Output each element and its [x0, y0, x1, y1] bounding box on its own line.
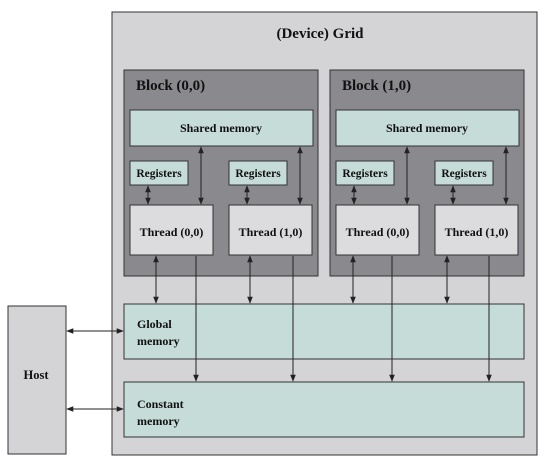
block-0-registers-0	[129, 160, 189, 186]
block-1-thread-1	[434, 204, 519, 256]
host-label: Host	[24, 368, 50, 382]
constant-memory-label-line1: Constant	[137, 397, 184, 411]
global-memory-label-line2: memory	[137, 334, 180, 348]
block-0-thread-0	[129, 204, 214, 256]
global-memory	[123, 303, 525, 360]
host-box	[7, 305, 67, 455]
block-0-registers-0-label: Registers	[136, 168, 182, 180]
constant-memory	[123, 381, 525, 438]
block-0-shared-memory	[129, 109, 314, 147]
block-0-thread-1-label: Thread (1,0)	[239, 225, 303, 239]
block-1-title: Block (1,0)	[342, 78, 411, 94]
block-1-registers-0-label: Registers	[342, 168, 388, 180]
block-1-registers-0	[335, 160, 395, 186]
block-0-registers-1	[228, 160, 288, 186]
block-0-shared-memory-label: Shared memory	[180, 121, 262, 135]
global-memory-label-line1: Global	[137, 317, 172, 331]
block-1-thread-0-label: Thread (0,0)	[346, 225, 410, 239]
block-0-thread-0-label: Thread (0,0)	[140, 225, 204, 239]
block-1-shared-memory	[335, 109, 520, 147]
block-0-title: Block (0,0)	[136, 78, 205, 94]
block-1-registers-1	[434, 160, 494, 186]
block-0: Block (0,0) Shared memory Registers Regi…	[123, 69, 319, 277]
block-0-thread-1	[228, 204, 313, 256]
connector-arrows	[66, 146, 509, 412]
block-1-shared-memory-label: Shared memory	[386, 121, 468, 135]
block-1-thread-0	[335, 204, 420, 256]
block-1-thread-1-label: Thread (1,0)	[445, 225, 509, 239]
block-0-registers-1-label: Registers	[235, 168, 281, 180]
block-1-registers-1-label: Registers	[441, 168, 487, 180]
constant-memory-label-line2: memory	[137, 414, 180, 428]
grid-title: (Device) Grid	[276, 26, 364, 42]
block-1: Block (1,0) Shared memory Registers Regi…	[329, 69, 525, 277]
